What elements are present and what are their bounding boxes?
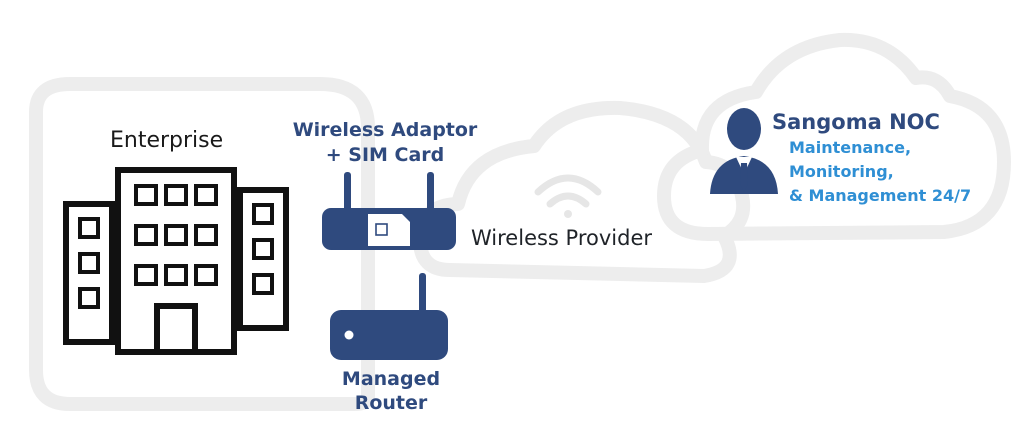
person-icon: [710, 108, 778, 194]
noc-service-management: & Management 24/7: [789, 186, 972, 205]
office-building-icon: [63, 167, 289, 355]
enterprise-boundary: [29, 77, 375, 411]
noc-service-monitoring: Monitoring,: [789, 162, 894, 181]
wireless-adaptor-label: Wireless Adaptor + SIM Card: [280, 118, 490, 168]
noc-service-maintenance: Maintenance,: [789, 138, 912, 157]
wireless-adaptor-label-line1: Wireless Adaptor: [292, 119, 478, 141]
managed-router-label: Managed Router: [316, 367, 466, 415]
enterprise-label: Enterprise: [110, 128, 224, 153]
building-windows: [78, 184, 274, 309]
wireless-adaptor-label-line2: + SIM Card: [325, 144, 445, 166]
sim-card-icon: [368, 214, 410, 246]
wifi-signal-icon: [534, 174, 602, 218]
managed-router-label-line2: Router: [354, 392, 428, 414]
wireless-adaptor-icon: [322, 172, 456, 250]
noc-cloud: [657, 32, 1011, 241]
noc-title: Sangoma NOC: [772, 110, 940, 134]
managed-router-label-line1: Managed: [341, 368, 441, 390]
router-icon: [330, 273, 448, 360]
wireless-provider-label: Wireless Provider: [471, 226, 653, 250]
